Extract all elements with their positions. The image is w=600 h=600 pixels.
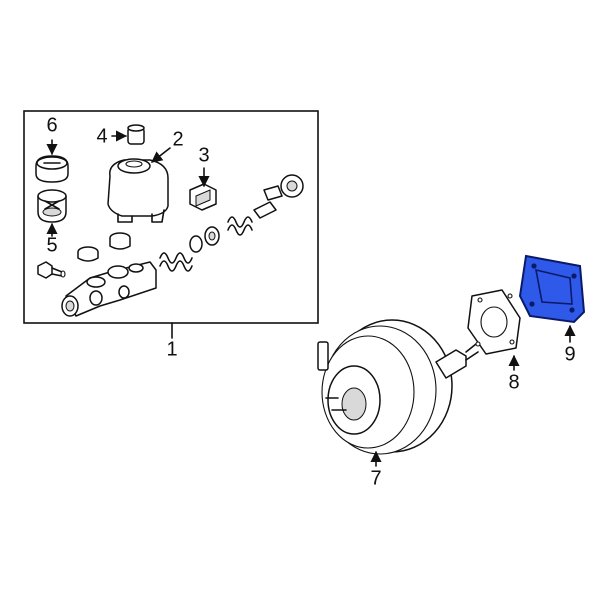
- part-2-reservoir: [107, 158, 169, 223]
- callout-2: 2: [172, 128, 183, 150]
- bolt: [37, 261, 66, 279]
- callout-4: 4: [96, 125, 107, 147]
- leader-2: [151, 147, 171, 163]
- callout-3: 3: [198, 144, 209, 166]
- part-6-reservoir-cap: [35, 155, 69, 183]
- callout-5: 5: [46, 234, 57, 256]
- master-cylinder-group-box: [23, 110, 319, 324]
- callout-7: 7: [370, 467, 381, 489]
- master-cylinder-body: [61, 261, 157, 317]
- part-9-spacer-highlighted[interactable]: [518, 254, 586, 324]
- part-3-bracket: [189, 183, 217, 211]
- callout-9: 9: [564, 343, 575, 365]
- part-8-gasket: [467, 289, 521, 355]
- piston-springs: [159, 174, 304, 272]
- part-7-brake-booster: [317, 319, 479, 455]
- callout-8: 8: [508, 371, 519, 393]
- grommets: [77, 232, 131, 262]
- callout-6: 6: [46, 114, 57, 136]
- callout-1: 1: [166, 338, 177, 360]
- part-5-strainer: [37, 189, 67, 223]
- part-4-plug: [127, 124, 145, 145]
